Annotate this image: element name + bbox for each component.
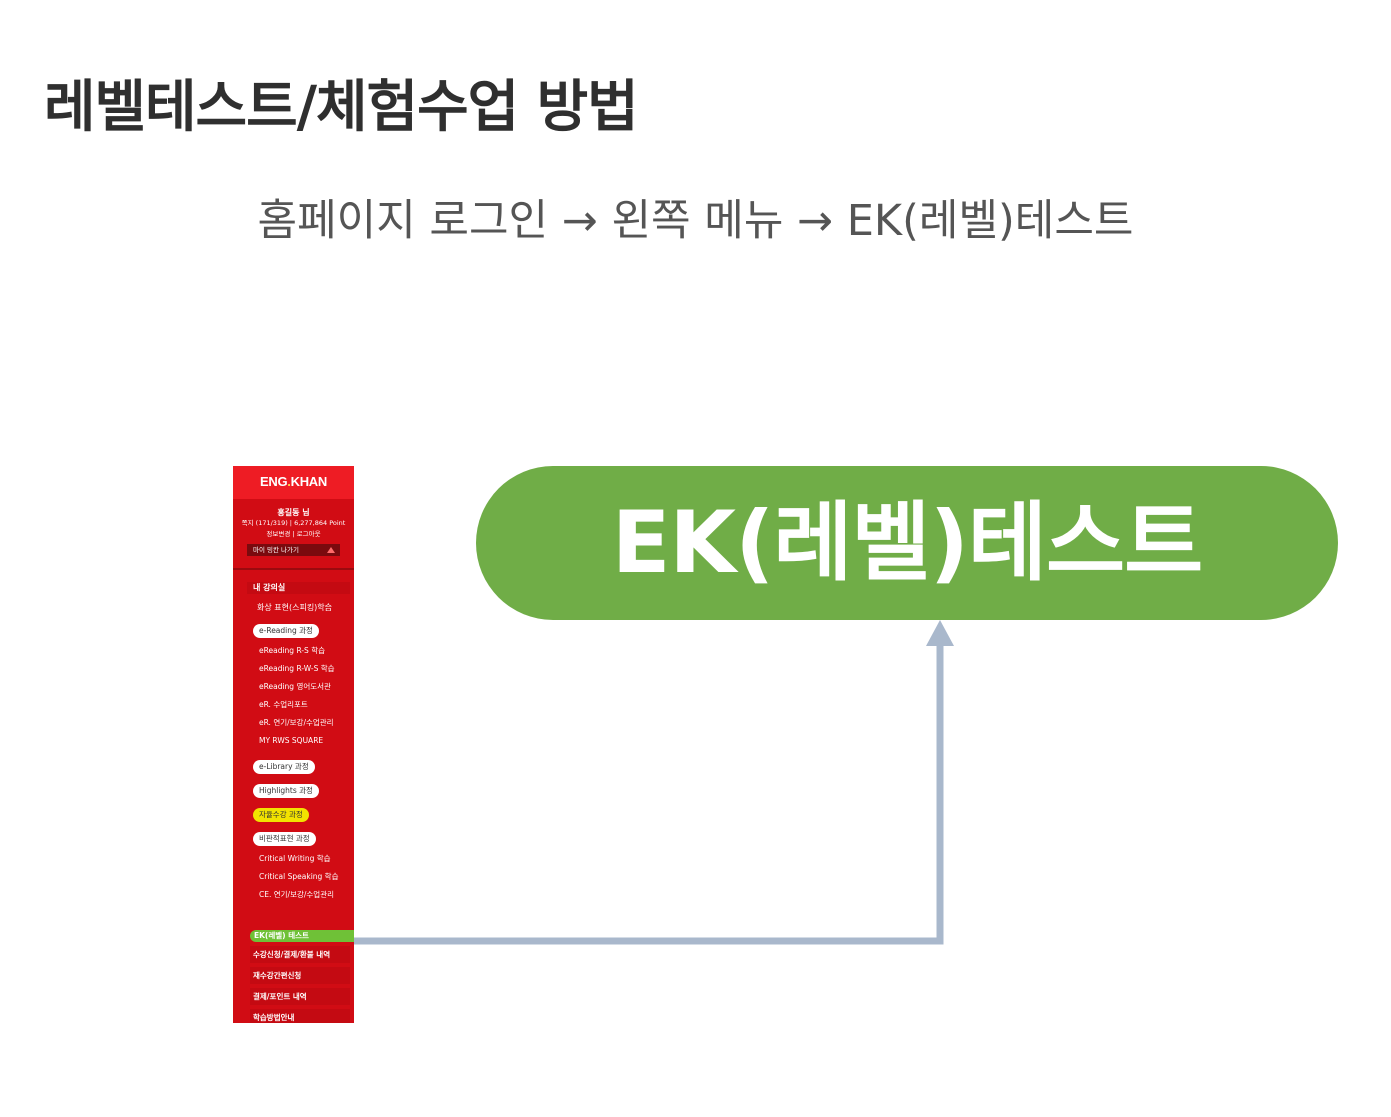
sidebar-item-ereading-rs[interactable]: eReading R-S 학습 — [259, 646, 325, 655]
connector-arrowhead — [926, 620, 954, 646]
sidebar-item-enroll-payment[interactable]: 수강신청/결제/환불 내역 — [250, 944, 350, 963]
sidebar-item-ereading-library[interactable]: eReading 영어도서관 — [259, 682, 331, 691]
sidebar-item-rws-square[interactable]: MY RWS SQUARE — [259, 736, 324, 745]
page-subtitle: 홈페이지 로그인 → 왼쪽 메뉴 → EK(레벨)테스트 — [257, 196, 1134, 246]
sidebar-pill-ereading[interactable]: e-Reading 과정 — [253, 624, 319, 638]
critical-list: Critical Writing 학습 Critical Speaking 학습… — [233, 850, 354, 904]
ereading-list: eReading R-S 학습 eReading R-W-S 학습 eReadi… — [233, 642, 354, 750]
sidebar-item-payment-points[interactable]: 결제/포인트 내역 — [250, 986, 350, 1005]
connector-line — [354, 642, 944, 945]
sidebar-item-video-speaking[interactable]: 화상 표현(스피킹)학습 — [257, 603, 333, 612]
sidebar-pill-highlights[interactable]: Highlights 과정 — [253, 784, 319, 798]
sidebar-item-ereading-report[interactable]: eR. 수업리포트 — [259, 700, 308, 709]
page-title: 레벨테스트/체험수업 방법 — [44, 75, 639, 140]
link-separator: | — [292, 530, 295, 538]
triangle-up-icon — [327, 547, 335, 553]
sidebar-item-reenroll[interactable]: 재수강간편신청 — [250, 965, 350, 984]
logout-link[interactable]: 로그아웃 — [296, 530, 321, 538]
account-links: 정보변경 | 로그아웃 — [233, 529, 354, 540]
sidebar-section-my-class[interactable]: 내 강의실 — [247, 582, 350, 594]
sidebar-pill-self-study[interactable]: 자율수강 과정 — [253, 808, 309, 822]
user-meta[interactable]: 쪽지 (171/319) | 6,277,864 Point — [241, 519, 346, 527]
edit-info-link[interactable]: 정보변경 — [266, 530, 291, 538]
sidebar-divider — [233, 568, 354, 570]
mypage-toggle[interactable]: 마이 밍칸 나가기 — [247, 544, 340, 556]
sidebar-item-critical-writing[interactable]: Critical Writing 학습 — [259, 854, 331, 863]
sidebar-item-ereading-rws[interactable]: eReading R-W-S 학습 — [259, 664, 335, 673]
sidebar-pill-elibrary[interactable]: e-Library 과정 — [253, 760, 315, 774]
ek-level-test-callout: EK(레벨)테스트 — [476, 466, 1338, 620]
brand-logo[interactable]: ENG.KHAN — [233, 466, 354, 499]
sidebar-item-ereading-manage[interactable]: eR. 연기/보강/수업관리 — [259, 718, 334, 727]
sidebar-pill-critical[interactable]: 비판적표현 과정 — [253, 832, 316, 846]
sidebar-item-study-guide[interactable]: 학습방법안내 — [250, 1007, 350, 1023]
sidebar-menu: ENG.KHAN 홍길동 님 쪽지 (171/319) | 6,277,864 … — [233, 466, 354, 1023]
sidebar-item-critical-manage[interactable]: CE. 연기/보강/수업관리 — [259, 890, 334, 899]
user-name: 홍길동 님 — [277, 508, 310, 517]
sidebar-item-critical-speaking[interactable]: Critical Speaking 학습 — [259, 872, 339, 881]
sidebar-item-ek-level-test[interactable]: EK(레벨) 테스트 — [250, 930, 354, 942]
